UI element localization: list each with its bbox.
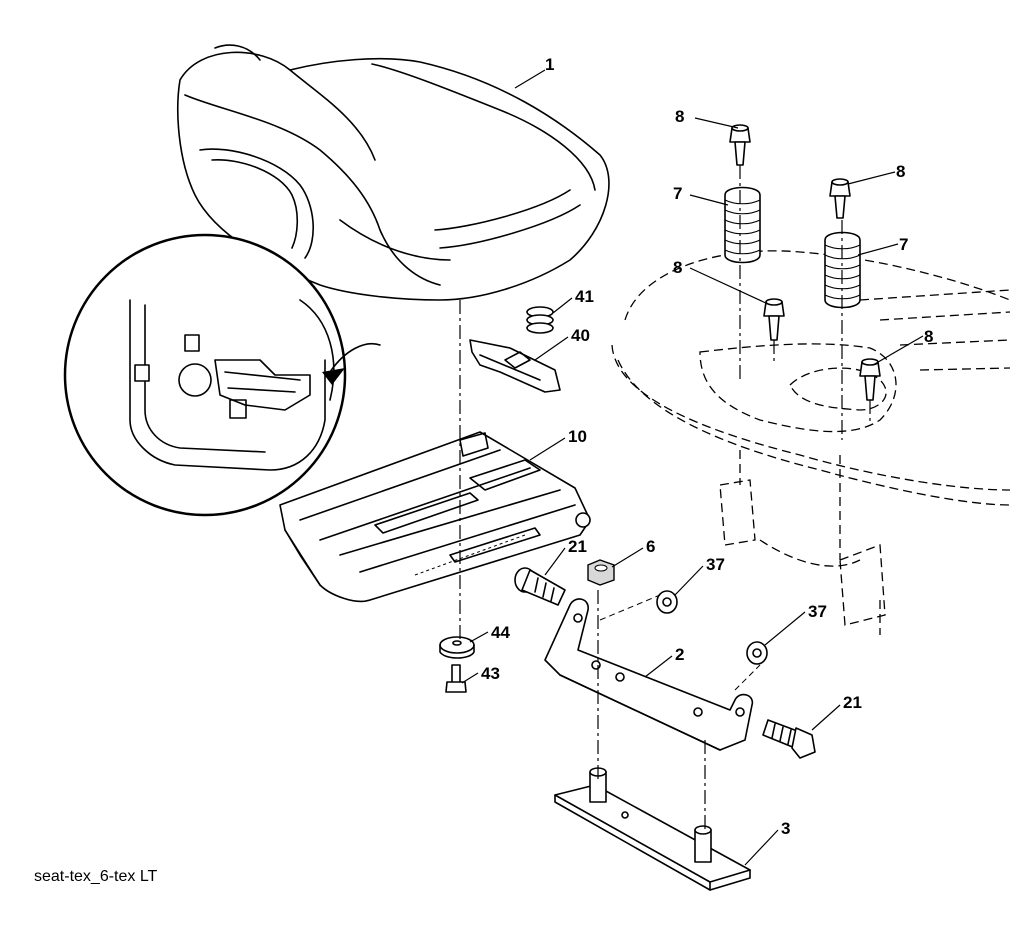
bolt-21-right	[762, 719, 816, 759]
nut-37-top	[656, 590, 678, 614]
bolt-43	[445, 664, 467, 693]
callout-41: 41	[575, 287, 594, 306]
switch-bracket	[469, 339, 561, 393]
callout-labels: 1 8 8 8 8 7 7 41 40 10 21 6 37 37 2 44 4…	[481, 55, 933, 838]
diagram-caption: seat-tex_6-tex LT	[34, 868, 158, 885]
assembly-lines	[459, 165, 871, 830]
seat-pan	[279, 431, 591, 603]
callout-37-b: 37	[808, 602, 827, 621]
callout-7-a: 7	[673, 184, 682, 203]
callout-1: 1	[545, 55, 554, 74]
bolt-8-a	[729, 124, 751, 166]
base-plate	[554, 767, 751, 891]
callout-7-b: 7	[899, 235, 908, 254]
detail-circle	[63, 233, 381, 517]
callout-40: 40	[571, 326, 590, 345]
bolt-8-c	[763, 298, 785, 341]
callout-21-a: 21	[568, 537, 587, 556]
callout-21-b: 21	[843, 693, 862, 712]
callout-8-b: 8	[896, 162, 905, 181]
callout-6: 6	[646, 537, 655, 556]
callout-44: 44	[491, 623, 510, 642]
nut-37-bottom	[746, 641, 768, 665]
bolt-8-d	[859, 358, 881, 401]
callout-8-d: 8	[924, 327, 933, 346]
callout-8-a: 8	[675, 107, 684, 126]
seat-cushion	[177, 44, 610, 301]
fender-outline	[611, 250, 1011, 635]
bolt-21-left	[514, 567, 566, 606]
callout-8-c: 8	[673, 258, 682, 277]
leader-lines	[461, 69, 924, 866]
bolt-8-b	[829, 178, 851, 219]
callout-37-a: 37	[706, 555, 725, 574]
callout-3: 3	[781, 819, 790, 838]
pivot-bracket	[544, 598, 754, 751]
spring-small	[526, 306, 554, 334]
callout-10: 10	[568, 427, 587, 446]
callout-2: 2	[675, 645, 684, 664]
adjustment-slots	[414, 534, 526, 576]
washer-44	[439, 636, 475, 659]
nut-6	[587, 559, 615, 586]
spring-7-left	[724, 186, 761, 264]
callout-43: 43	[481, 664, 500, 683]
